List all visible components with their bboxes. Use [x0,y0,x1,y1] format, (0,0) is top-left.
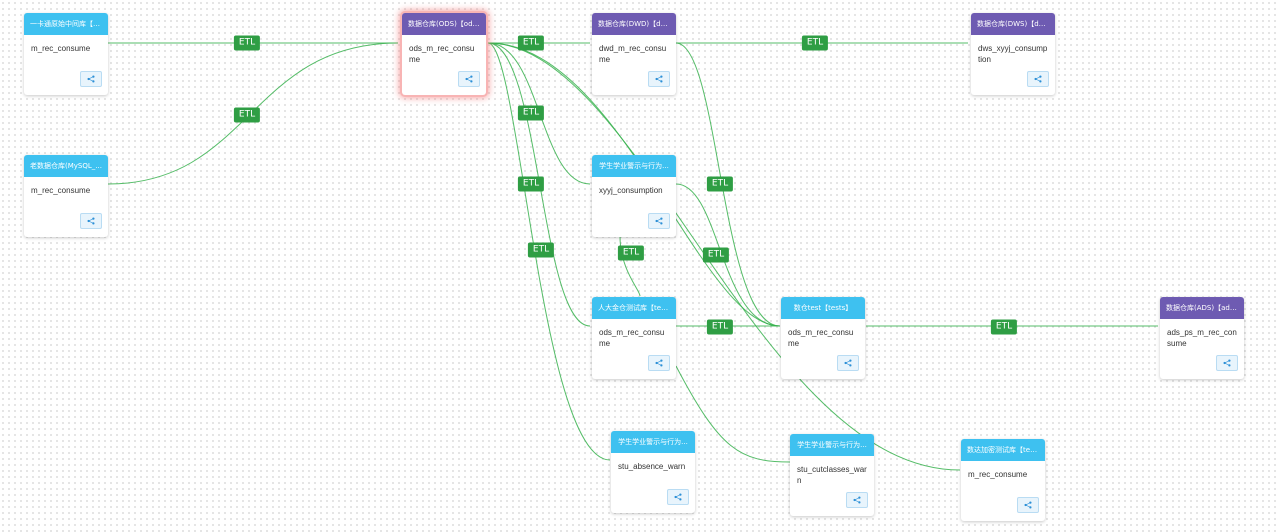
node-header: 一卡通原始中间库【to... [24,13,108,35]
share-button[interactable] [648,213,670,229]
node-table-name: ods_m_rec_consume [599,328,665,348]
node-table-name: dws_xyyj_consumption [978,44,1048,64]
share-icon [1034,75,1042,83]
node-header: 老数据仓库(MySQL_... [24,155,108,177]
etl-label[interactable]: ETL [527,242,555,258]
node-header: 数据仓库(ADS)【ads】 [1160,297,1244,319]
node-table-name: ads_ps_m_rec_consume [1167,328,1237,348]
share-icon [674,493,682,501]
etl-label[interactable]: ETL [801,35,829,51]
node-encrypt-test-m-rec-consume[interactable]: 数达加密测试库【test】 m_rec_consume [961,439,1045,521]
share-icon [1024,501,1032,509]
node-header: 学生学业警示与行为... [790,434,874,456]
etl-label[interactable]: ETL [702,247,730,263]
etl-label[interactable]: ETL [990,319,1018,335]
node-dws-xyyj-consumption[interactable]: 数据仓库(DWS)【dws】 dws_xyyj_consumption [971,13,1055,95]
node-stu-cutclasses-warn[interactable]: 学生学业警示与行为... stu_cutclasses_warn [790,434,874,516]
node-table-name: dwd_m_rec_consume [599,44,667,64]
node-ads-ps-m-rec-consume[interactable]: 数据仓库(ADS)【ads】 ads_ps_m_rec_consume [1160,297,1244,379]
etl-label[interactable]: ETL [233,107,261,123]
node-header: 数据仓库(ODS)【ods】 [402,13,486,35]
share-button[interactable] [667,489,689,505]
share-icon [655,217,663,225]
node-xyyj-consumption[interactable]: 学生学业警示与行为... xyyj_consumption [592,155,676,237]
node-table-name: xyyj_consumption [599,186,663,195]
etl-label[interactable]: ETL [233,35,261,51]
node-ods-m-rec-consume[interactable]: 数据仓库(ODS)【ods】 ods_m_rec_consume [402,13,486,95]
share-icon [87,75,95,83]
share-icon [87,217,95,225]
node-table-name: m_rec_consume [31,44,91,53]
share-button[interactable] [846,492,868,508]
etl-label[interactable]: ETL [706,319,734,335]
node-header: 数据仓库(DWS)【dws】 [971,13,1055,35]
share-icon [465,75,473,83]
etl-label[interactable]: ETL [617,245,645,261]
node-yikatong-m-rec-consume[interactable]: 一卡通原始中间库【to... m_rec_consume [24,13,108,95]
etl-label[interactable]: ETL [517,105,545,121]
node-header: 数达加密测试库【test】 [961,439,1045,461]
node-header: 人大金仓测试库【test】 [592,297,676,319]
share-icon [844,359,852,367]
node-test-ods-m-rec-consume[interactable]: 人大金仓测试库【test】 ods_m_rec_consume [592,297,676,379]
share-icon [853,496,861,504]
node-header: 数据仓库(DWD)【dwd】 [592,13,676,35]
etl-label[interactable]: ETL [706,176,734,192]
node-dwd-m-rec-consume[interactable]: 数据仓库(DWD)【dwd】 dwd_m_rec_consume [592,13,676,95]
share-button[interactable] [1216,355,1238,371]
share-button[interactable] [80,71,102,87]
node-mysql-m-rec-consume[interactable]: 老数据仓库(MySQL_... m_rec_consume [24,155,108,237]
share-button[interactable] [80,213,102,229]
node-table-name: stu_absence_warn [618,462,686,471]
node-header: 学生学业警示与行为... [592,155,676,177]
share-icon [655,75,663,83]
share-button[interactable] [648,71,670,87]
share-button[interactable] [837,355,859,371]
etl-label[interactable]: ETL [517,176,545,192]
node-stu-absence-warn[interactable]: 学生学业警示与行为... stu_absence_warn [611,431,695,513]
etl-label[interactable]: ETL [517,35,545,51]
share-button[interactable] [648,355,670,371]
node-header: 数仓test【tests】 [781,297,865,319]
node-table-name: stu_cutclasses_warn [797,465,867,485]
node-table-name: ods_m_rec_consume [788,328,854,348]
node-table-name: ods_m_rec_consume [409,44,475,64]
share-icon [1223,359,1231,367]
share-button[interactable] [458,71,480,87]
node-table-name: m_rec_consume [968,470,1028,479]
share-button[interactable] [1027,71,1049,87]
share-icon [655,359,663,367]
node-tests-ods-m-rec-consume[interactable]: 数仓test【tests】 ods_m_rec_consume [781,297,865,379]
node-header: 学生学业警示与行为... [611,431,695,453]
node-table-name: m_rec_consume [31,186,91,195]
share-button[interactable] [1017,497,1039,513]
